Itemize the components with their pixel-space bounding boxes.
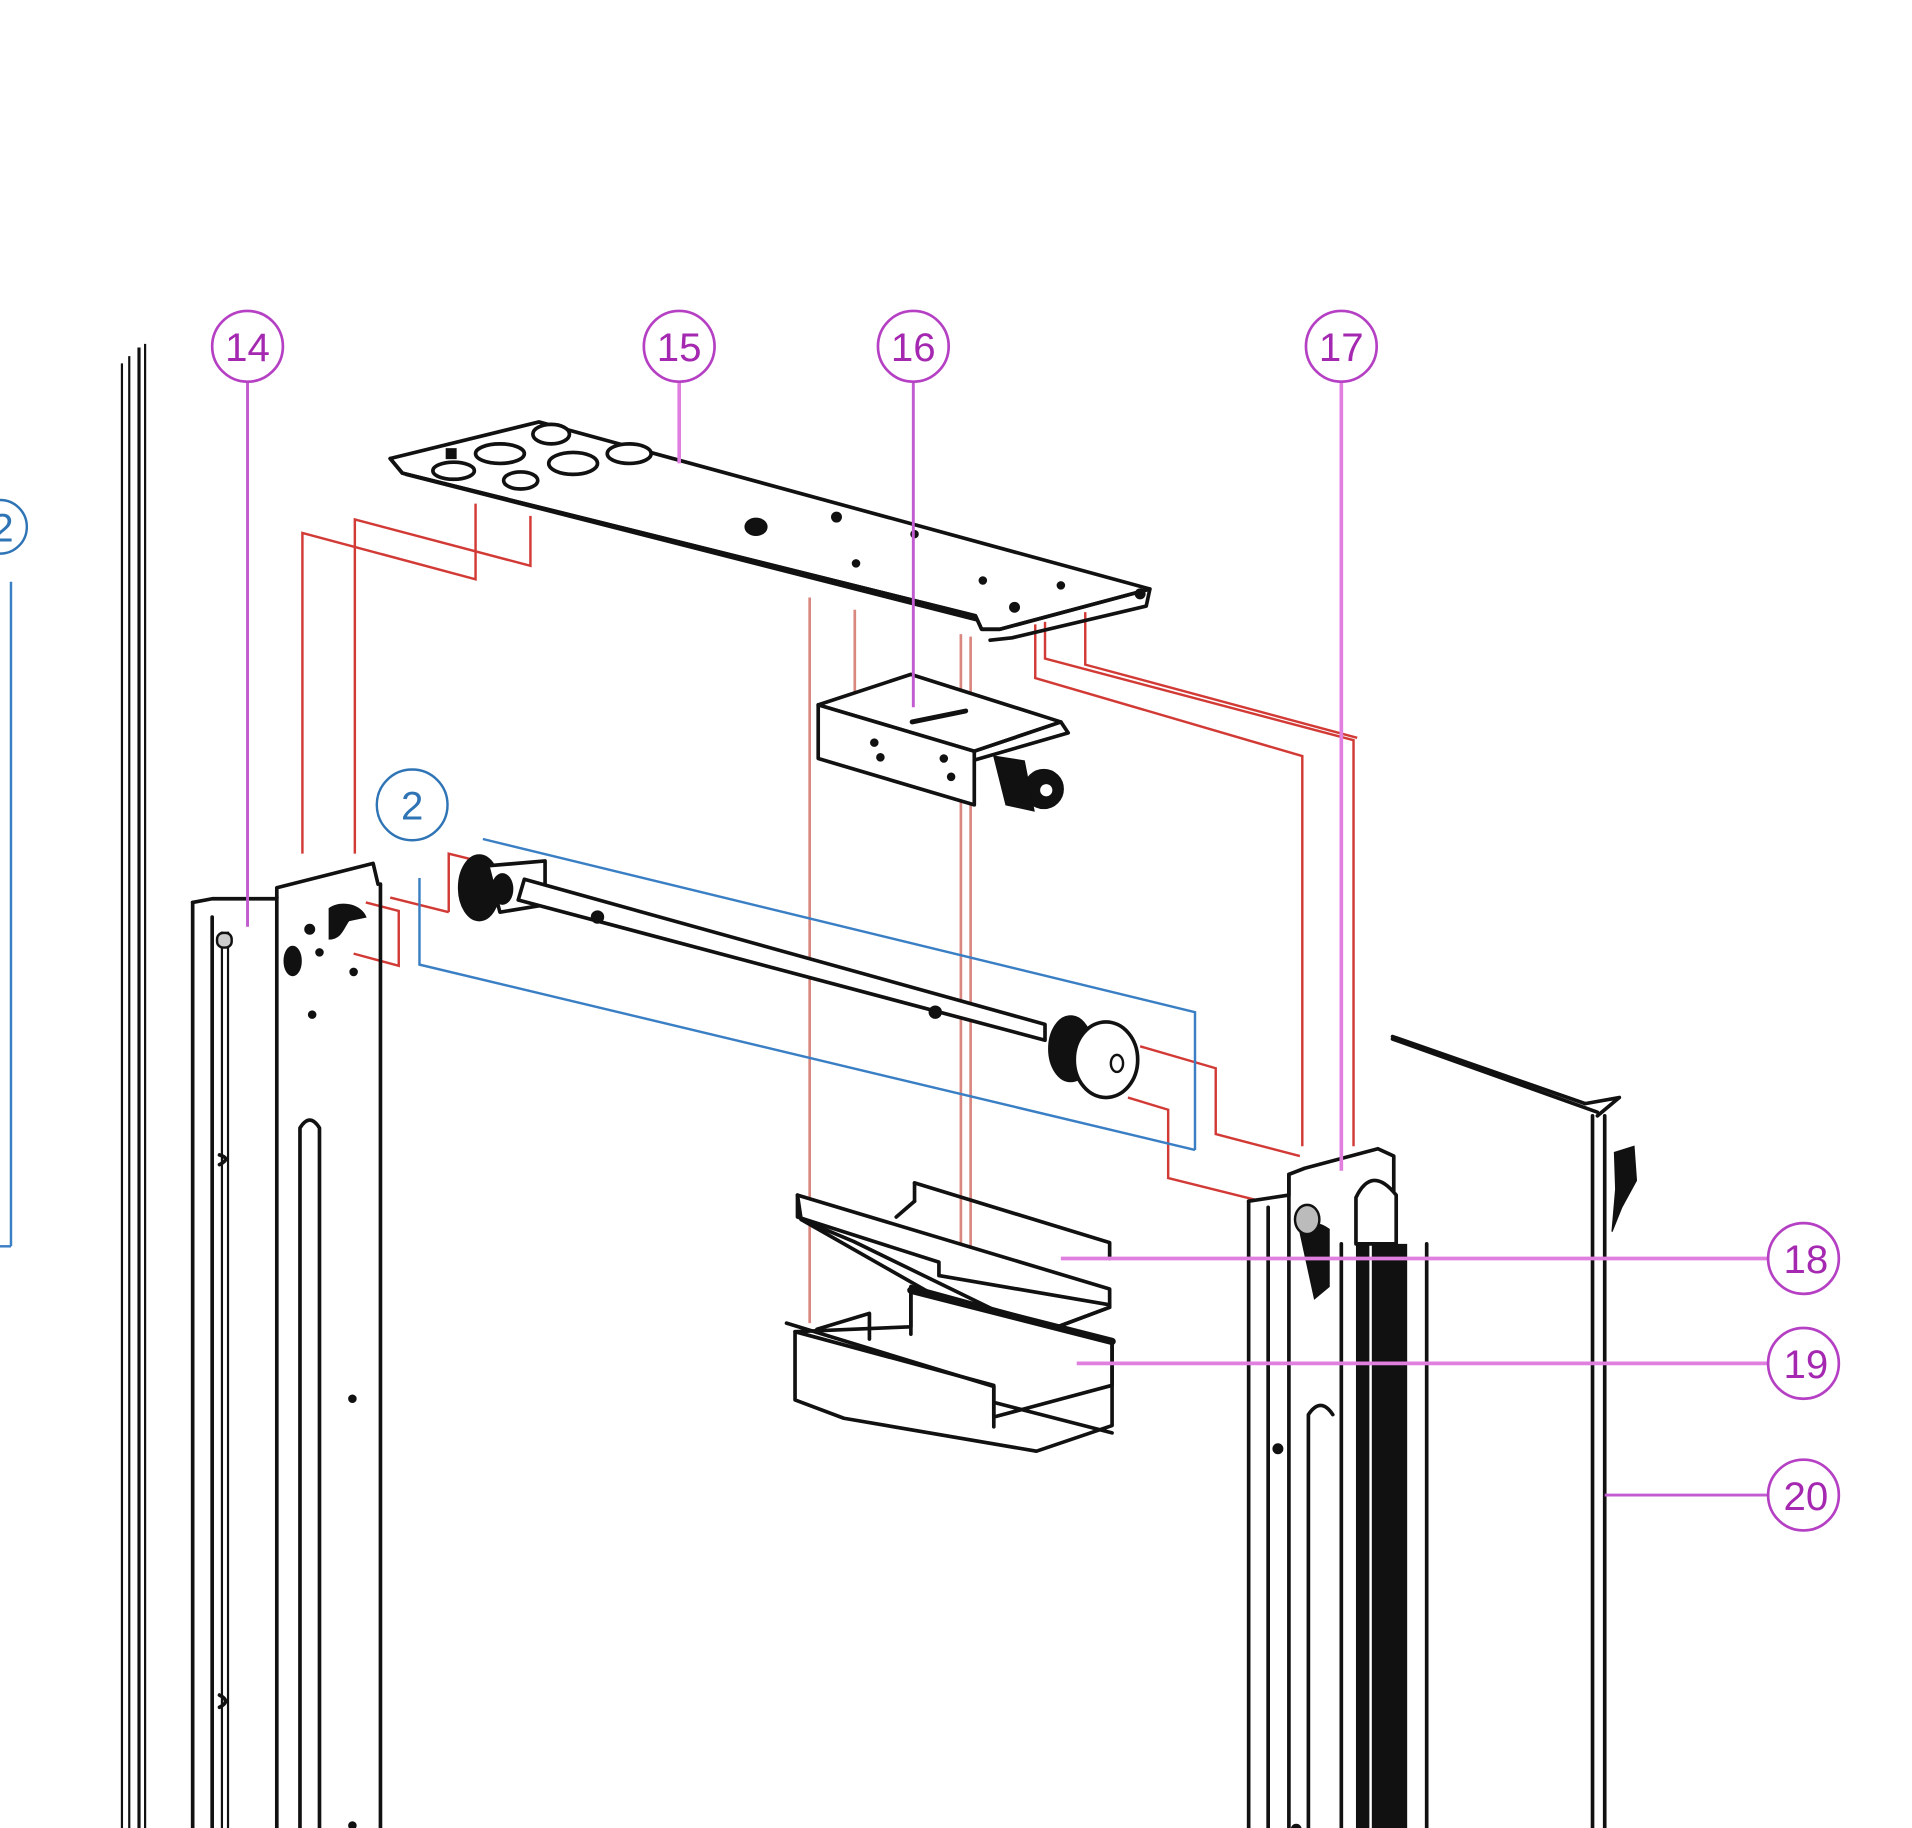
callout-17-label: 17 (1319, 325, 1364, 370)
secondary-callout-partial: 2 (0, 498, 29, 1248)
callout-17: 17 (1304, 309, 1379, 1171)
callout-19: 19 (1076, 1326, 1841, 1401)
part-lock-box (816, 672, 1071, 812)
part-side-rod (1390, 1034, 1638, 1828)
callout-14-label: 14 (225, 325, 270, 370)
callout-14: 14 (210, 309, 285, 927)
part-right-column (1246, 1146, 1429, 1828)
frame-edge-left (120, 343, 147, 1828)
callout-20: 20 (1604, 1458, 1841, 1532)
callout-18: 18 (1060, 1221, 1841, 1296)
callout-16-label: 16 (891, 325, 936, 370)
assembly-guides-blue (418, 837, 1197, 1152)
callout-2-label: 2 (401, 784, 423, 829)
part-top-plate (388, 420, 1152, 643)
callout-15: 15 (642, 309, 716, 464)
callout-16: 16 (876, 309, 951, 708)
callout-20-label: 20 (1784, 1474, 1829, 1519)
part-left-column (190, 861, 383, 1828)
secondary-callout-partial-label: 2 (0, 506, 14, 551)
callout-15-label: 15 (657, 325, 702, 370)
part-cross-shaft (457, 854, 1140, 1100)
callout-2: 2 (375, 768, 449, 842)
callout-19-label: 19 (1784, 1342, 1829, 1387)
callout-18-label: 18 (1784, 1237, 1829, 1282)
